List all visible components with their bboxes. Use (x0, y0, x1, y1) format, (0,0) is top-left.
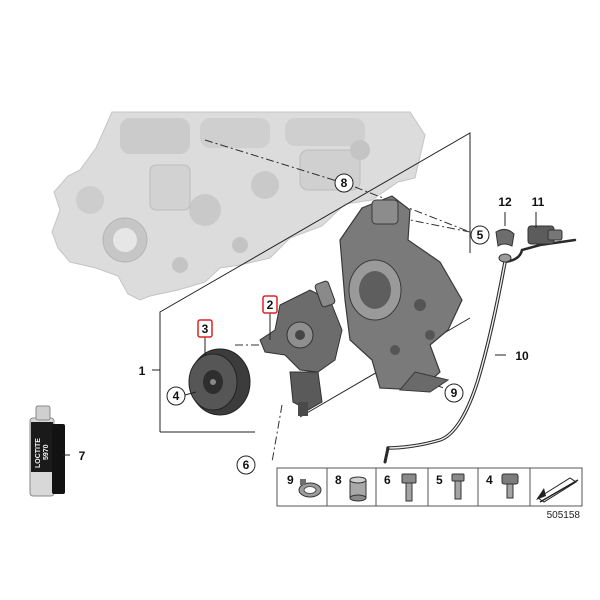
svg-text:6: 6 (243, 458, 250, 472)
water-pump-housing (339, 195, 463, 393)
callout-6: 6 (236, 455, 256, 475)
legend-item-8: 8 (335, 473, 367, 502)
callout-10: 10 (515, 349, 529, 363)
callout-3: 3 (197, 319, 213, 338)
reference-number: 505158 (547, 510, 581, 521)
svg-text:1: 1 (139, 364, 146, 378)
sealant-brand-text: LOCTITE (35, 438, 42, 468)
svg-text:12: 12 (498, 195, 512, 209)
leader-lines (62, 212, 537, 456)
svg-text:11: 11 (532, 195, 545, 209)
svg-text:7: 7 (79, 449, 86, 463)
callout-8: 8 (334, 173, 354, 193)
parts-legend: 9 8 6 5 (276, 467, 583, 507)
sensor-valve (527, 225, 563, 245)
callout-4: 4 (166, 386, 186, 406)
callout-5: 5 (470, 225, 490, 245)
sealant-product-text: 5970 (43, 444, 50, 460)
water-pump (259, 280, 343, 416)
callout-12: 12 (498, 195, 512, 209)
svg-text:10: 10 (515, 349, 529, 363)
connector-clip (495, 228, 515, 263)
direction-arrow-icon (536, 477, 579, 503)
pulley (188, 348, 251, 416)
engine-block-illustration (51, 111, 426, 301)
svg-text:2: 2 (267, 298, 274, 312)
svg-text:9: 9 (287, 473, 294, 487)
bolt-icon (451, 473, 465, 500)
callout-7: 7 (79, 449, 86, 463)
svg-text:6: 6 (384, 473, 391, 487)
svg-text:8: 8 (335, 473, 342, 487)
svg-text:9: 9 (451, 386, 458, 400)
callout-1: 1 (139, 364, 146, 378)
legend-item-6: 6 (384, 473, 417, 502)
callout-2: 2 (262, 295, 278, 314)
callout-11: 11 (532, 195, 545, 209)
svg-text:4: 4 (173, 389, 180, 403)
sealant-tube: LOCTITE 5970 (29, 405, 65, 497)
svg-text:8: 8 (341, 176, 348, 190)
bolt-icon (501, 473, 519, 499)
svg-text:5: 5 (477, 228, 484, 242)
hose-clamp-icon (298, 479, 322, 498)
svg-text:3: 3 (202, 322, 209, 336)
bolt-icon (401, 473, 417, 502)
callout-9: 9 (444, 383, 464, 403)
svg-text:5: 5 (436, 473, 443, 487)
legend-item-5: 5 (436, 473, 465, 500)
legend-item-9: 9 (287, 473, 322, 498)
sleeve-icon (349, 476, 367, 502)
legend-item-4: 4 (486, 473, 519, 499)
legend-item-direction (536, 477, 579, 503)
svg-text:4: 4 (486, 473, 493, 487)
